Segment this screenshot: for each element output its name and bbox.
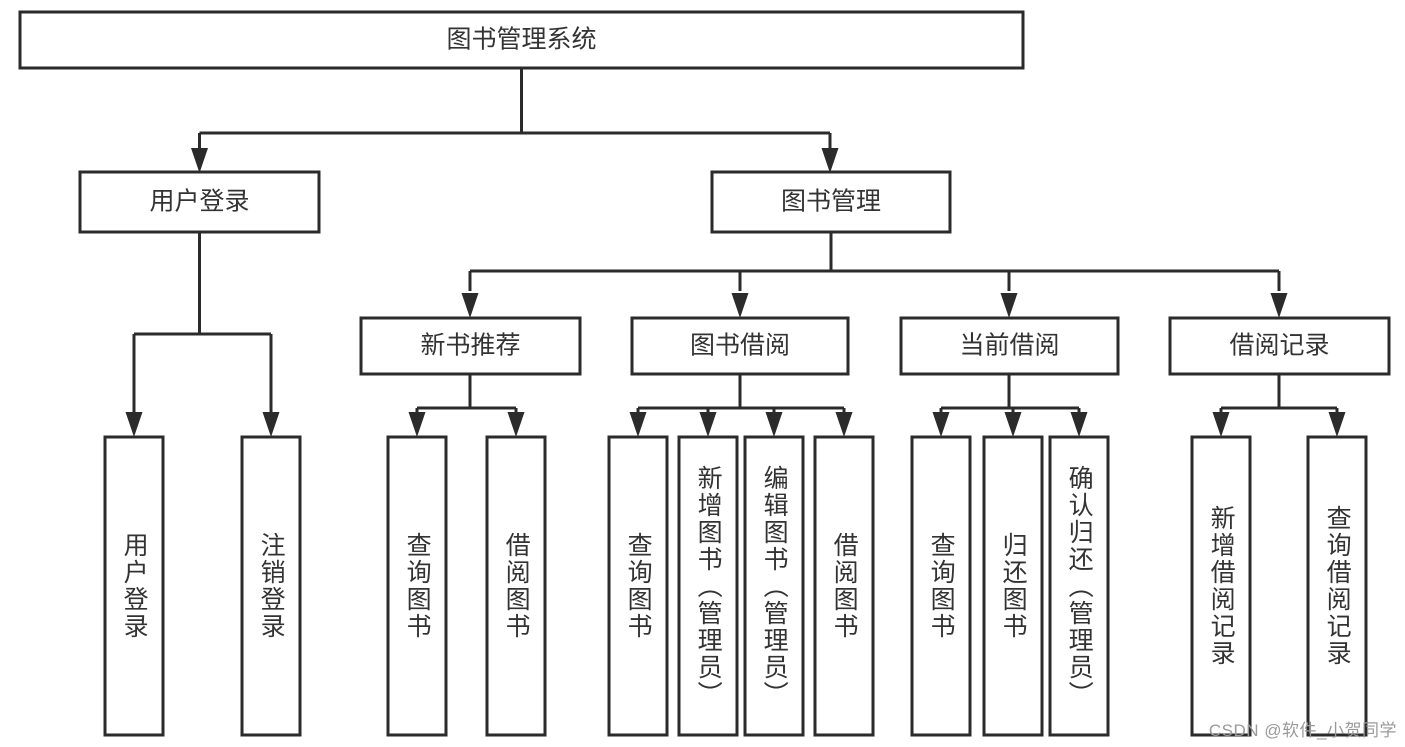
arrowhead-leaf-query-book-2 [629, 412, 647, 437]
arrowhead-borrow-record [1270, 293, 1288, 318]
connector-new-book-recommend-to-leaves [415, 374, 518, 415]
node-leaf-add-record[interactable]: 新增借阅记录 [1190, 435, 1252, 737]
node-root-box[interactable] [18, 10, 1025, 70]
node-book-manage[interactable]: 图书管理 [710, 170, 952, 234]
connector-borrow-record-to-leaves [1219, 374, 1339, 415]
arrowhead-leaf-return-book [1004, 412, 1022, 437]
node-leaf-logout-box[interactable] [240, 435, 302, 737]
node-leaf-add-record-box[interactable] [1190, 435, 1252, 737]
node-leaf-query-record-label: 查询借阅记录 [1323, 505, 1352, 667]
node-root[interactable]: 图书管理系统 [18, 10, 1025, 70]
arrowhead-leaf-add-book [699, 412, 717, 437]
node-leaf-logout-label: 注销登录 [257, 532, 286, 640]
node-borrow-record-label: 借阅记录 [1229, 332, 1329, 360]
arrowhead-leaf-user-login [125, 412, 143, 437]
node-leaf-edit-book-box[interactable] [743, 435, 805, 737]
node-new-book-recommend-box[interactable] [359, 316, 582, 376]
connector-user-login-to-leaves [132, 232, 273, 415]
node-leaf-add-book[interactable]: 新增图书（管理员） [677, 435, 739, 737]
node-leaf-edit-book[interactable]: 编辑图书（管理员） [743, 435, 805, 737]
node-leaf-borrow-book-2[interactable]: 借阅图书 [813, 435, 875, 737]
node-leaf-return-book-box[interactable] [982, 435, 1044, 737]
arrowhead-book-borrow [731, 293, 749, 318]
node-current-borrow-box[interactable] [899, 316, 1120, 376]
arrowhead-leaf-borrow-book-1 [507, 412, 525, 437]
node-leaf-query-book-3-label: 查询图书 [927, 532, 956, 640]
node-leaf-edit-book-label: 编辑图书（管理员） [760, 464, 789, 708]
node-current-borrow[interactable]: 当前借阅 [899, 316, 1120, 376]
node-leaf-confirm-return-box[interactable] [1048, 435, 1110, 737]
arrowhead-leaf-confirm-return [1070, 412, 1088, 437]
node-leaf-borrow-book-1[interactable]: 借阅图书 [485, 435, 547, 737]
connector-book-manage-to-level3 [468, 232, 1281, 291]
node-leaf-query-book-3[interactable]: 查询图书 [910, 435, 972, 737]
node-leaf-borrow-book-2-label: 借阅图书 [830, 532, 859, 640]
node-current-borrow-label: 当前借阅 [959, 332, 1059, 360]
node-leaf-user-login[interactable]: 用户登录 [103, 435, 165, 737]
arrowhead-leaf-query-book-1 [408, 412, 426, 437]
node-book-borrow-label: 图书借阅 [690, 332, 790, 360]
csdn-watermark: CSDN @软件_小贺同学 [1208, 721, 1397, 740]
node-leaf-query-book-2-label: 查询图书 [624, 532, 653, 640]
arrowhead-current-borrow [1000, 293, 1018, 318]
connector-root-to-level2 [198, 68, 832, 156]
node-book-manage-label: 图书管理 [781, 188, 881, 216]
arrowhead-leaf-add-record [1212, 412, 1230, 437]
arrowhead-leaf-logout [262, 412, 280, 437]
node-new-book-recommend-label: 新书推荐 [420, 332, 520, 360]
node-leaf-query-book-2-box[interactable] [607, 435, 669, 737]
node-leaf-add-record-label: 新增借阅记录 [1207, 505, 1236, 667]
node-leaf-user-login-box[interactable] [103, 435, 165, 737]
node-leaf-return-book[interactable]: 归还图书 [982, 435, 1044, 737]
node-leaf-return-book-label: 归还图书 [999, 532, 1028, 640]
arrowhead-leaf-edit-book [765, 412, 783, 437]
node-book-manage-box[interactable] [710, 170, 952, 234]
node-leaf-query-book-1-label: 查询图书 [403, 532, 432, 640]
connector-layer [125, 68, 1346, 437]
node-user-login-label: 用户登录 [149, 188, 249, 216]
arrowhead-user-login [191, 148, 208, 173]
node-book-borrow[interactable]: 图书借阅 [630, 316, 850, 376]
node-leaf-query-book-2[interactable]: 查询图书 [607, 435, 669, 737]
node-borrow-record-box[interactable] [1168, 316, 1391, 376]
node-user-login-box[interactable] [78, 170, 321, 234]
node-book-borrow-box[interactable] [630, 316, 850, 376]
node-leaf-query-book-1[interactable]: 查询图书 [386, 435, 448, 737]
arrowhead-leaf-query-record [1328, 412, 1346, 437]
node-user-login[interactable]: 用户登录 [78, 170, 321, 234]
node-leaf-confirm-return[interactable]: 确认归还（管理员） [1048, 435, 1110, 737]
node-leaf-borrow-book-1-label: 借阅图书 [502, 532, 531, 640]
node-leaf-borrow-book-2-box[interactable] [813, 435, 875, 737]
node-leaf-confirm-return-label: 确认归还（管理员） [1065, 464, 1094, 708]
arrowhead-leaf-borrow-book-2 [835, 412, 853, 437]
node-leaf-add-book-box[interactable] [677, 435, 739, 737]
node-leaf-query-record[interactable]: 查询借阅记录 [1306, 435, 1368, 737]
node-leaf-query-book-1-box[interactable] [386, 435, 448, 737]
node-new-book-recommend[interactable]: 新书推荐 [359, 316, 582, 376]
node-borrow-record[interactable]: 借阅记录 [1168, 316, 1391, 376]
arrowhead-book-manage [821, 148, 839, 173]
node-leaf-query-book-3-box[interactable] [910, 435, 972, 737]
connector-current-borrow-to-leaves [939, 374, 1081, 415]
node-leaf-add-book-label: 新增图书（管理员） [694, 464, 723, 708]
arrowhead-new-book-recommend [461, 293, 479, 318]
node-root-label: 图书管理系统 [446, 26, 596, 54]
connector-book-borrow-to-leaves [636, 374, 846, 415]
node-leaf-query-record-box[interactable] [1306, 435, 1368, 737]
arrowhead-leaf-query-book-3 [932, 412, 950, 437]
node-leaf-user-login-label: 用户登录 [120, 532, 149, 640]
node-leaf-logout[interactable]: 注销登录 [240, 435, 302, 737]
node-leaf-borrow-book-1-box[interactable] [485, 435, 547, 737]
